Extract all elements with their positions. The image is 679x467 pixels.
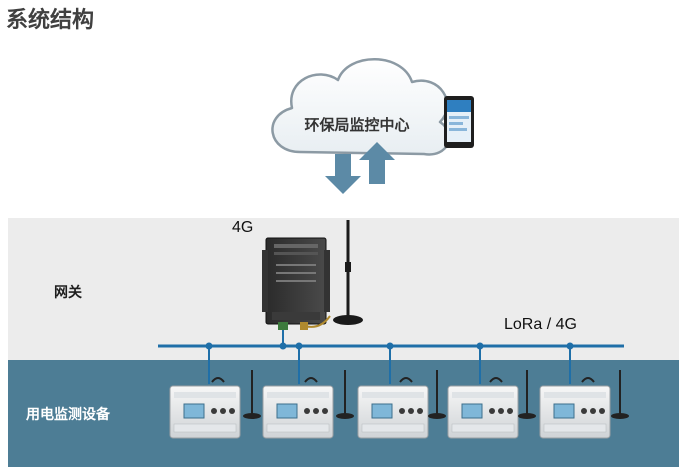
meter-device-icon	[357, 369, 447, 439]
meter-device-icon	[262, 369, 355, 439]
meter-device-icon	[169, 369, 262, 439]
gateway-device-icon	[262, 237, 331, 330]
arrow-up-icon	[359, 142, 395, 184]
page-title: 系统结构	[6, 8, 95, 33]
gateway-layer-label: 网关	[54, 285, 82, 301]
antenna-icon	[333, 220, 363, 325]
phone-icon	[444, 96, 474, 148]
device-layer-label: 用电监测设备	[26, 407, 110, 423]
gateway-layer	[8, 218, 679, 360]
meter-device-icon	[539, 369, 630, 439]
bus-label: LoRa / 4G	[504, 316, 577, 333]
cloud-icon	[271, 58, 451, 156]
arrow-down-icon	[325, 154, 361, 194]
bus-line	[158, 330, 624, 384]
meter-device-icon	[447, 369, 537, 439]
cloud-label: 环保局监控中心	[304, 116, 410, 134]
gateway-uplink-label: 4G	[232, 219, 254, 236]
